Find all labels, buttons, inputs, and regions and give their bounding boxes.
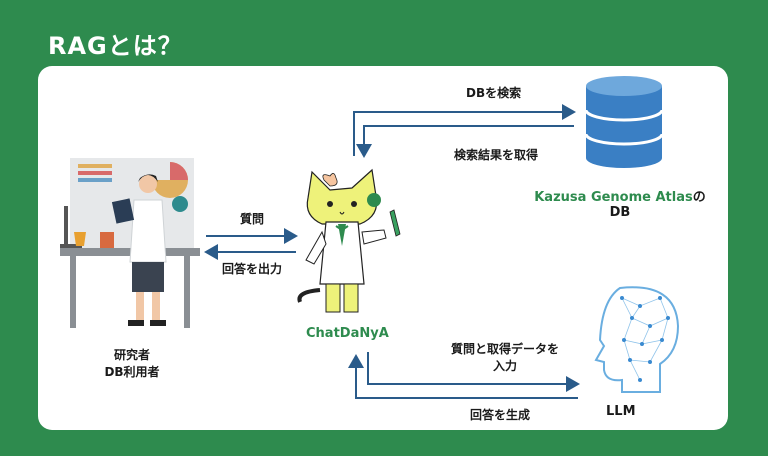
kazusa-no: の: [692, 190, 706, 205]
arrow-input-llm: [367, 352, 580, 392]
researcher-illustration: [60, 158, 200, 328]
page-title: RAGとは？: [48, 32, 183, 60]
llm-head-icon: [594, 286, 680, 393]
db-search-label: DBを検索: [466, 86, 522, 100]
user-label: 研究者 DB利用者: [84, 346, 180, 380]
arrow-get-results: [356, 125, 574, 158]
database-icon: [584, 76, 664, 168]
generate-label: 回答を生成: [470, 408, 531, 422]
chatdanya-label: ChatDaNyA: [306, 326, 389, 341]
kazusa-db-label: Kazusa Genome Atlasの DB: [530, 186, 710, 220]
chatdanya-cat-illustration: [297, 168, 401, 313]
llm-label: LLM: [606, 404, 636, 419]
kazusa-name: Kazusa Genome Atlas: [534, 190, 693, 205]
input-label: 質問と取得データを 入力: [440, 340, 570, 374]
answer-out-label: 回答を出力: [222, 262, 283, 276]
arrow-generate: [348, 354, 578, 399]
question-label: 質問: [240, 212, 265, 226]
input-label-line1: 質問と取得データを: [450, 342, 559, 356]
input-label-line2: 入力: [492, 359, 517, 373]
user-label-line1: 研究者: [113, 348, 150, 362]
db-text: DB: [609, 205, 631, 220]
get-results-label: 検索結果を取得: [454, 148, 539, 162]
arrow-db-search: [353, 104, 576, 156]
user-label-line2: DB利用者: [104, 365, 160, 379]
